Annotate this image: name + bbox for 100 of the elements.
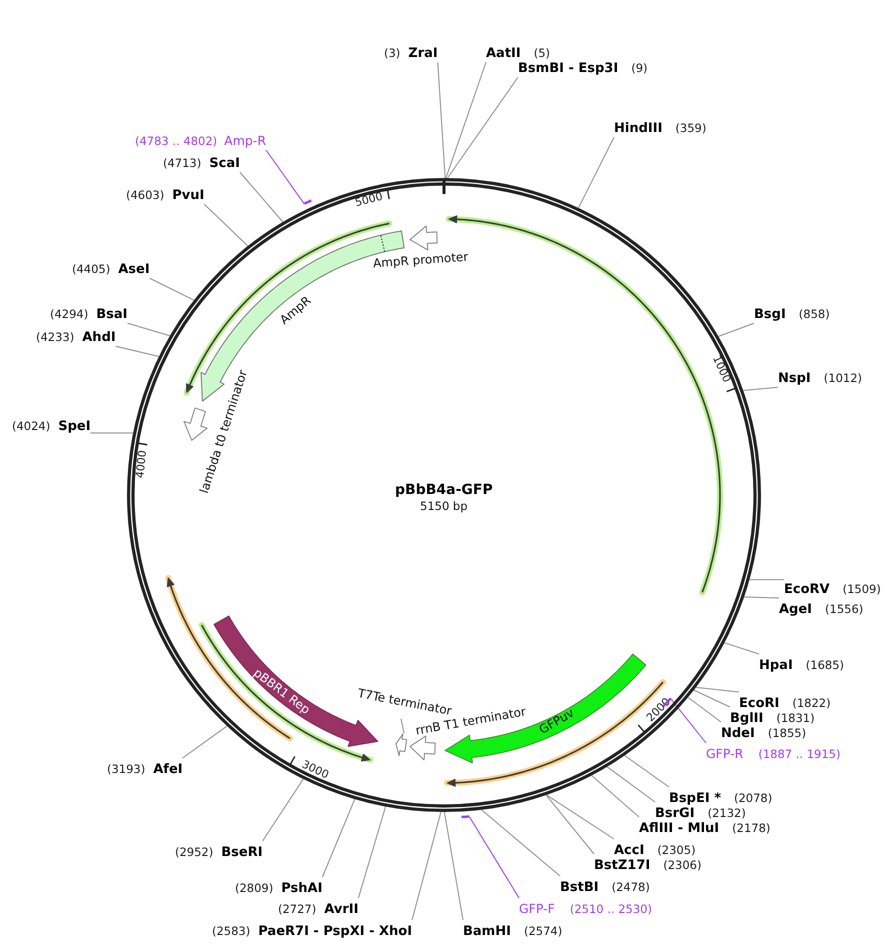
feature-block: [394, 733, 408, 758]
enzyme-name: BsaI: [96, 307, 128, 322]
enzyme-name: PaeR7I - PspXI - XhoI: [258, 924, 412, 939]
primer-position: (1887 .. 1915): [758, 747, 840, 761]
leader-line: [447, 76, 518, 179]
enzyme-name: EcoRV: [784, 582, 830, 597]
leader-line: [606, 766, 656, 802]
leader-line: [688, 696, 722, 722]
tick-label: 1000: [709, 354, 732, 385]
enzyme-name: SpeI: [58, 419, 91, 434]
site-position: (1012): [824, 371, 862, 385]
leader-line: [744, 596, 780, 598]
leader-line: [670, 698, 706, 744]
feature-label: T7Te terminator: [356, 687, 452, 719]
leader-line: [695, 686, 740, 692]
enzyme-name: BsgI: [754, 307, 786, 322]
enzyme-name: ZraI: [408, 46, 438, 61]
site-position: (2574): [524, 924, 562, 938]
site-position: (4713): [163, 156, 202, 170]
site-position: (359): [675, 121, 706, 135]
enzyme-name: AhdI: [82, 330, 116, 345]
leader-line: [624, 755, 670, 788]
site-position: (858): [798, 307, 830, 321]
leader-line: [127, 322, 170, 336]
feature-label: AmpR promoter: [373, 250, 470, 272]
leader-line: [444, 812, 464, 920]
leader-line: [742, 386, 778, 391]
enzyme-name: BstZ17I: [594, 858, 650, 873]
site-position: (2306): [663, 858, 702, 872]
site-position: (4603): [126, 188, 164, 202]
enzyme-name: BglII: [730, 711, 764, 726]
site-position: (4233): [36, 330, 74, 344]
leader-line: [149, 278, 194, 301]
leader-line: [480, 809, 560, 876]
site-position: (2078): [734, 791, 772, 805]
leader-line: [445, 62, 486, 178]
leader-line: [469, 816, 520, 898]
leader-line: [591, 775, 640, 818]
leader-line: [90, 432, 134, 434]
enzyme-name: AvrII: [324, 902, 358, 917]
site-position: (2727): [278, 902, 316, 916]
leader-line: [546, 794, 614, 840]
site-position: (3): [384, 46, 400, 60]
enzyme-name: BspEI *: [669, 791, 721, 806]
leader-line: [400, 718, 405, 734]
primer-mark: [302, 199, 312, 206]
primer-mark: [460, 815, 472, 819]
site-position: (2478): [612, 880, 650, 894]
enzyme-name: BseRI: [221, 845, 263, 860]
leader-line: [182, 726, 228, 758]
enzyme-name: AseI: [118, 262, 150, 277]
enzyme-name: BstBI: [560, 880, 599, 895]
primer-position: (2510 .. 2530): [570, 902, 652, 916]
site-position: (2583): [212, 924, 250, 938]
enzyme-name: ScaI: [209, 156, 240, 171]
site-position: (9): [631, 61, 648, 75]
leader-line: [546, 794, 594, 854]
enzyme-name: AflIII - MluI: [639, 821, 720, 836]
tick-label: 5000: [354, 190, 384, 210]
site-position: (2178): [732, 821, 770, 835]
leader-line: [204, 204, 248, 247]
site-position: (2305): [657, 843, 696, 857]
primer-name: GFP-F: [519, 901, 555, 916]
enzyme-name: HpaI: [759, 658, 793, 673]
site-position: (2952): [175, 845, 214, 859]
plasmid-size: 5150 bp: [420, 500, 468, 513]
site-position: (4405): [72, 262, 110, 276]
enzyme-name: AccI: [614, 843, 644, 858]
site-position: (1685): [806, 658, 844, 672]
enzyme-name: BamHI: [463, 924, 511, 939]
leader-line: [412, 811, 442, 920]
site-position: (1509): [842, 582, 881, 596]
site-position: (1855): [768, 726, 806, 740]
site-position: (4294): [50, 307, 88, 321]
leader-line: [693, 690, 730, 708]
leader-line: [437, 62, 446, 178]
plasmid-name: pBbB4a-GFP: [395, 482, 493, 498]
enzyme-name: AfeI: [153, 762, 183, 777]
site-position: (4024): [12, 419, 50, 433]
site-position: (3193): [107, 762, 146, 776]
leader-line: [115, 346, 160, 358]
primer-name: Amp-R: [224, 133, 266, 148]
enzyme-name: AatII: [486, 46, 521, 61]
enzyme-name: EcoRI: [739, 696, 780, 711]
enzyme-name: BsrGI: [655, 806, 695, 821]
leader-line: [358, 806, 386, 898]
tick-label: 3000: [300, 758, 330, 782]
enzyme-name: AgeI: [779, 602, 812, 617]
primer-position: (4783 .. 4802): [135, 134, 218, 148]
site-position: (1556): [825, 602, 864, 616]
primer-name: GFP-R: [706, 746, 744, 761]
leader-line: [262, 778, 304, 842]
enzyme-name: PshAI: [281, 881, 322, 896]
site-position: (1822): [792, 696, 831, 710]
enzyme-name: HindIII: [614, 121, 662, 136]
site-position: (1831): [776, 711, 815, 725]
site-position: (2809): [235, 881, 274, 895]
enzyme-name: BsmBI - Esp3I: [518, 61, 618, 76]
leader-line: [718, 322, 754, 337]
enzyme-name: PvuI: [172, 188, 204, 203]
